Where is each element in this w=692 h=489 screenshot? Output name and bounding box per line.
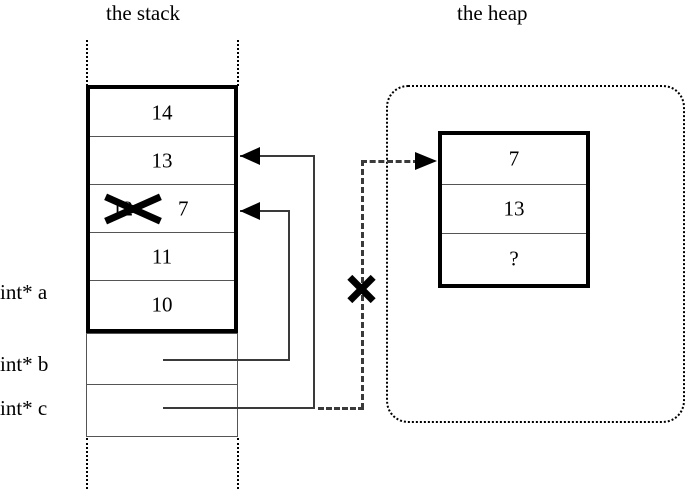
stack-cell-new-value: 7	[178, 196, 189, 220]
heap-cell-1: 13	[442, 184, 586, 235]
variable-label-c: int* c	[0, 396, 48, 420]
heap-region	[386, 85, 685, 423]
stack-guide-bottom-left	[86, 438, 88, 489]
pointer-b-arrowhead-icon	[240, 202, 260, 220]
stack-guide-top-right	[237, 40, 239, 86]
heap-cell-1-value: 13	[503, 196, 525, 221]
stack-cell-13-value: 13	[151, 148, 173, 172]
stack-cell-old-value: 12	[112, 196, 133, 220]
stack-cell-11: 11	[90, 233, 234, 281]
pointer-b-segment-vertical	[288, 210, 290, 361]
stack-guide-bottom-right	[237, 438, 239, 489]
heap-cell-0: 7	[442, 135, 586, 185]
variable-label-a: int* a	[0, 280, 48, 304]
stack-cell-10: 10	[90, 281, 234, 329]
heap-title: the heap	[457, 1, 528, 25]
stack-variable-cells	[86, 333, 238, 437]
heap-block: 7 13 ?	[438, 131, 590, 288]
pointer-c-arrowhead-icon	[240, 147, 260, 165]
variable-cell-b	[87, 334, 237, 385]
stale-pointer-segment-top	[361, 160, 419, 163]
stale-pointer-arrowhead-icon	[415, 152, 437, 170]
heap-cell-0-value: 7	[508, 146, 520, 171]
stack-guide-top-left	[86, 40, 88, 86]
pointer-c-segment-horizontal-end	[240, 155, 315, 157]
pointer-b-segment-horizontal-end	[240, 210, 290, 212]
variable-label-b: int* b	[0, 352, 49, 376]
stack-cell-13: 13	[90, 137, 234, 185]
pointer-c-segment-vertical	[313, 155, 315, 409]
pointer-c-segment-horizontal-start	[163, 407, 315, 409]
stack-cell-11-value: 11	[151, 244, 173, 268]
stale-pointer-segment-bottom	[318, 407, 364, 410]
invalid-pointer-x-icon	[347, 274, 376, 303]
heap-cell-2: ?	[442, 234, 586, 284]
stack-cell-10-value: 10	[151, 292, 173, 317]
stack-cell-14: 14	[90, 89, 234, 137]
pointer-b-segment-horizontal-start	[163, 359, 290, 361]
stack-cell-14-value: 14	[151, 100, 173, 124]
variable-cell-c	[87, 385, 237, 436]
stack-frame: 14 13 12 7 11 10	[86, 85, 238, 333]
stack-title: the stack	[106, 1, 181, 25]
stack-cell-overwritten: 12 7	[90, 185, 234, 233]
heap-cell-2-value: ?	[509, 246, 519, 271]
